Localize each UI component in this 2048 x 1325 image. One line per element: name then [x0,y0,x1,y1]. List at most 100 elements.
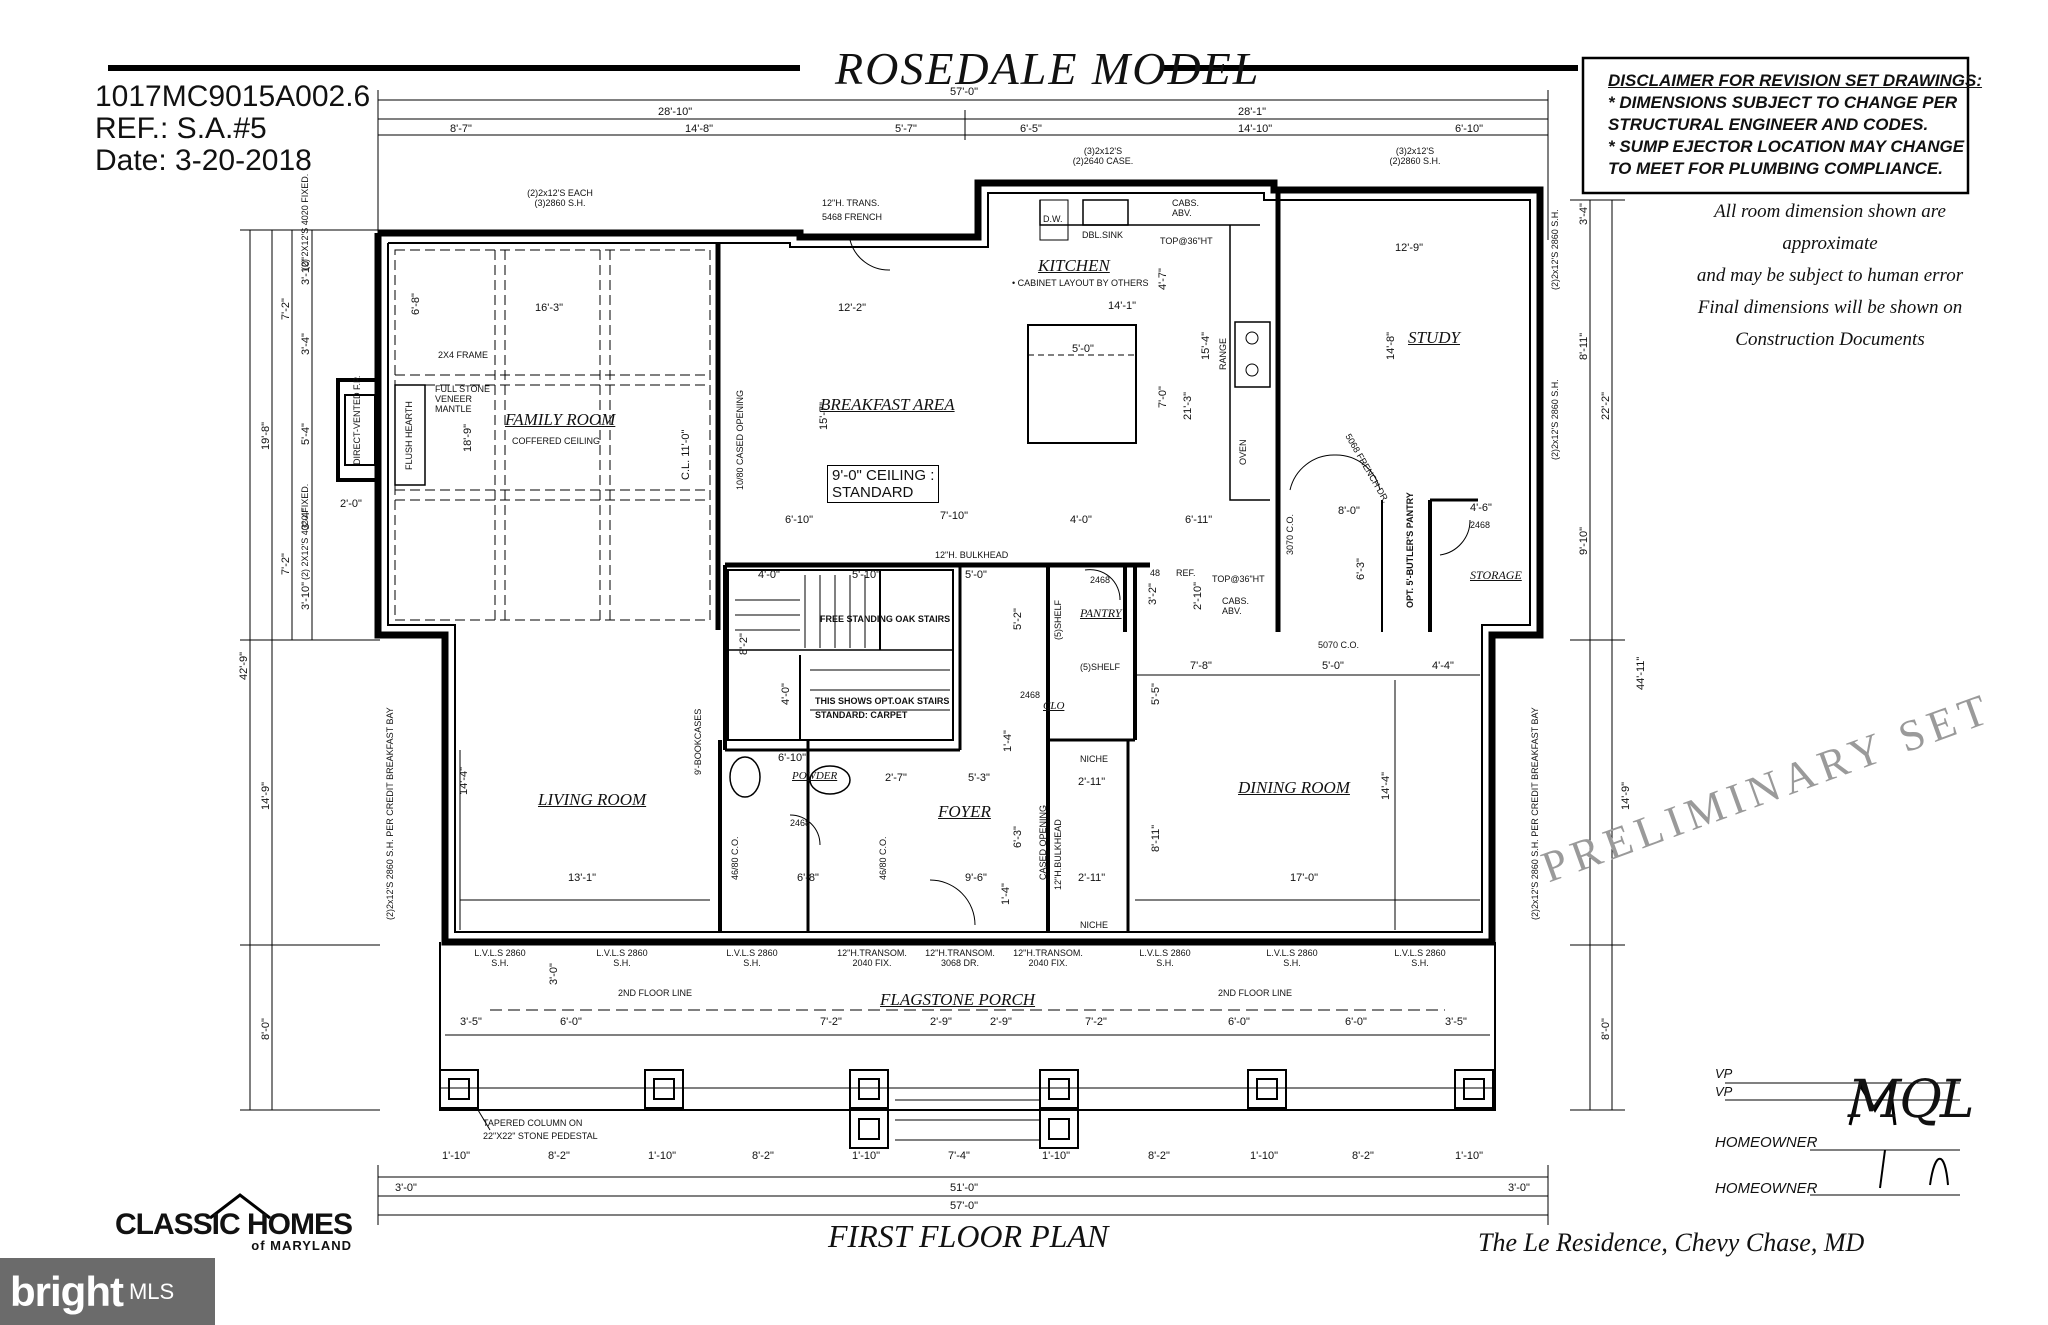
door-tag: 2468 [1090,575,1111,585]
vp-signature: MQL [1848,1070,1974,1130]
dim-porch: 3'-5" [1445,1016,1467,1028]
front-window-label: L.V.L.S 2860 S.H. [726,948,778,968]
dim-left-sub: 7'-2" [280,553,292,575]
kitchen-note: • CABINET LAYOUT BY OTHERS [1012,278,1149,288]
dw-label: D.W. [1043,214,1063,224]
room-kitchen: KITCHEN [1038,256,1110,275]
dim-right: 14'-9" [1620,781,1632,810]
dim-porch: 7'-2" [1085,1016,1107,1028]
dim-interior: 6'-3" [1012,826,1024,848]
homeowner-label: HOMEOWNER [1715,1180,1818,1197]
ref-label: REF. [1176,568,1196,578]
dim-left-sub: 7'-2" [280,298,292,320]
dim-porch: 6'-0" [1345,1016,1367,1028]
room-porch: FLAGSTONE PORCH [880,990,1036,1009]
dim-column: 8'-2" [1352,1150,1374,1162]
dim-interior: 4'-0" [758,569,780,581]
model-title: ROSEDALE MODEL [835,43,1261,94]
dim-interior: 6'-8" [797,872,819,884]
classic-homes-logo: CLASSIC HOMES of MARYLAND [115,1208,353,1253]
window-label: (2)2x12'S 2860 S.H. [1550,209,1560,290]
window-label: 12"H. TRANS. [822,198,880,208]
dim-interior: 8'-0" [1338,505,1360,517]
dim-interior: 2'-10" [1192,581,1204,610]
vp-label: VP [1715,1066,1733,1081]
mls-logo: MLS [128,1278,175,1304]
counter-label: TOP@36"HT [1212,574,1265,584]
dim-interior: 1'-4" [1000,883,1012,905]
dim-interior: 5'-3" [968,772,990,784]
note-line: All room dimension shown are [1714,201,1946,222]
dim-interior: 1'-4" [1002,730,1014,752]
bookcases-note: 9'-BOOKCASES [693,708,703,775]
room-note: COFFERED CEILING [512,436,601,446]
dim-overall-bottom: 57'-0" [950,1200,979,1212]
dim-interior: 5'-5" [1150,683,1162,705]
fireplace-note: DIRECT-VENTED F.P. [352,375,362,465]
stairs-note: FREE STANDING OAK STAIRS [820,614,951,624]
dim-interior: 14'-4" [458,766,470,795]
dim-interior: 14'-4" [1380,771,1392,800]
dim-interior: 4'-7" [1157,268,1169,290]
window-label: (3)2x12'S (2)2860 S.H. [1389,146,1441,166]
front-window-label: L.V.L.S 2860 S.H. [474,948,526,968]
dim-right-sub: 9'-10" [1578,526,1590,555]
dim-interior: 8'-2" [738,633,750,655]
dim-porch: 6'-0" [1228,1016,1250,1028]
residence-name: The Le Residence, Chevy Chase, MD [1478,1228,1865,1257]
dim-bottom-sub: 51'-0" [950,1182,979,1194]
front-window-label: 12"H.TRANSOM. 2040 FIX. [837,948,907,968]
dim-top: 14'-10" [1238,123,1273,135]
window-label: (2)2x12'S EACH (3)2860 S.H. [527,188,593,208]
plan-code: 1017MC9015A002.6 [95,80,371,113]
dim-porch-depth: 3'-0" [548,963,560,985]
window-label: (2) 2X12'S 4020 FIXED. [300,173,310,270]
ceiling-line: STANDARD [832,484,914,501]
dim-right-sub: 3'-4" [1578,203,1590,225]
dim-interior: 2'-11" [1078,776,1106,788]
dim-interior: 21'-3" [1182,391,1194,420]
dim-left-sub: 3'-10" [300,256,312,285]
butler-pantry: OPT. 5'-BUTLER'S PANTRY [1405,492,1415,608]
dim-interior: 13'-1" [568,872,597,884]
dim-interior: 2'-7" [885,772,907,784]
dim-left-misc: 2'-0" [340,498,362,510]
dim-column: 8'-2" [1148,1150,1170,1162]
disclaimer-line: TO MEET FOR PLUMBING COMPLIANCE. [1608,159,1943,178]
dim-interior: 6'-10" [785,514,814,526]
dim-bottom-sub: 3'-0" [1508,1182,1530,1194]
counter-label: TOP@36"HT [1160,236,1213,246]
window-label: (2) 2X12'S 4020 FIXED. [300,483,310,580]
note-line: Final dimensions will be shown on [1697,297,1963,318]
cased-opening: 46/80 C.O. [878,836,888,880]
bulkhead-note: 12"H. BULKHEAD [935,550,1009,560]
dim-right-sub: 8'-11" [1578,332,1590,360]
disclaimer-line: STRUCTURAL ENGINEER AND CODES. [1608,115,1929,134]
dim-interior: 14'-8" [1385,331,1397,360]
dim-porch: 7'-2" [820,1016,842,1028]
dim-interior: 4'-4" [1432,660,1454,672]
dim-porch: 6'-0" [560,1016,582,1028]
window-label: (2)2x12'S 2860 S.H. PER CREDIT BREAKFAST… [385,707,395,920]
niche-label: NICHE [1080,920,1109,930]
dim-interior: 6'-3" [1355,558,1367,580]
dim-interior: 3'-2" [1147,583,1159,605]
door-tag: 2468 [1020,690,1041,700]
dim-interior: 15'-4" [1200,331,1212,360]
room-study: STUDY [1408,328,1460,347]
dim-bottom-sub: 3'-0" [395,1182,417,1194]
front-window-label: L.V.L.S 2860 S.H. [1394,948,1446,968]
dim-porch: 3'-5" [460,1016,482,1028]
date-label: Date: 3-20-2018 [95,144,312,177]
dim-column: 7'-4" [948,1150,970,1162]
window-label: (2)2x12'S 2860 S.H. PER CREDIT BREAKFAST… [1530,707,1540,920]
hearth-note: FLUSH HEARTH [404,401,414,470]
note-line: Construction Documents [1735,329,1925,350]
door-tag: 2468 [790,818,811,828]
dim-top-left-half: 28'-10" [658,106,693,118]
dim-top: 8'-7" [450,123,472,135]
dim-interior: C.L. 11'-0" [680,429,692,480]
dim-interior: 5'-0" [965,569,987,581]
ceiling-line: 9'-0" CEILING : [832,467,935,484]
